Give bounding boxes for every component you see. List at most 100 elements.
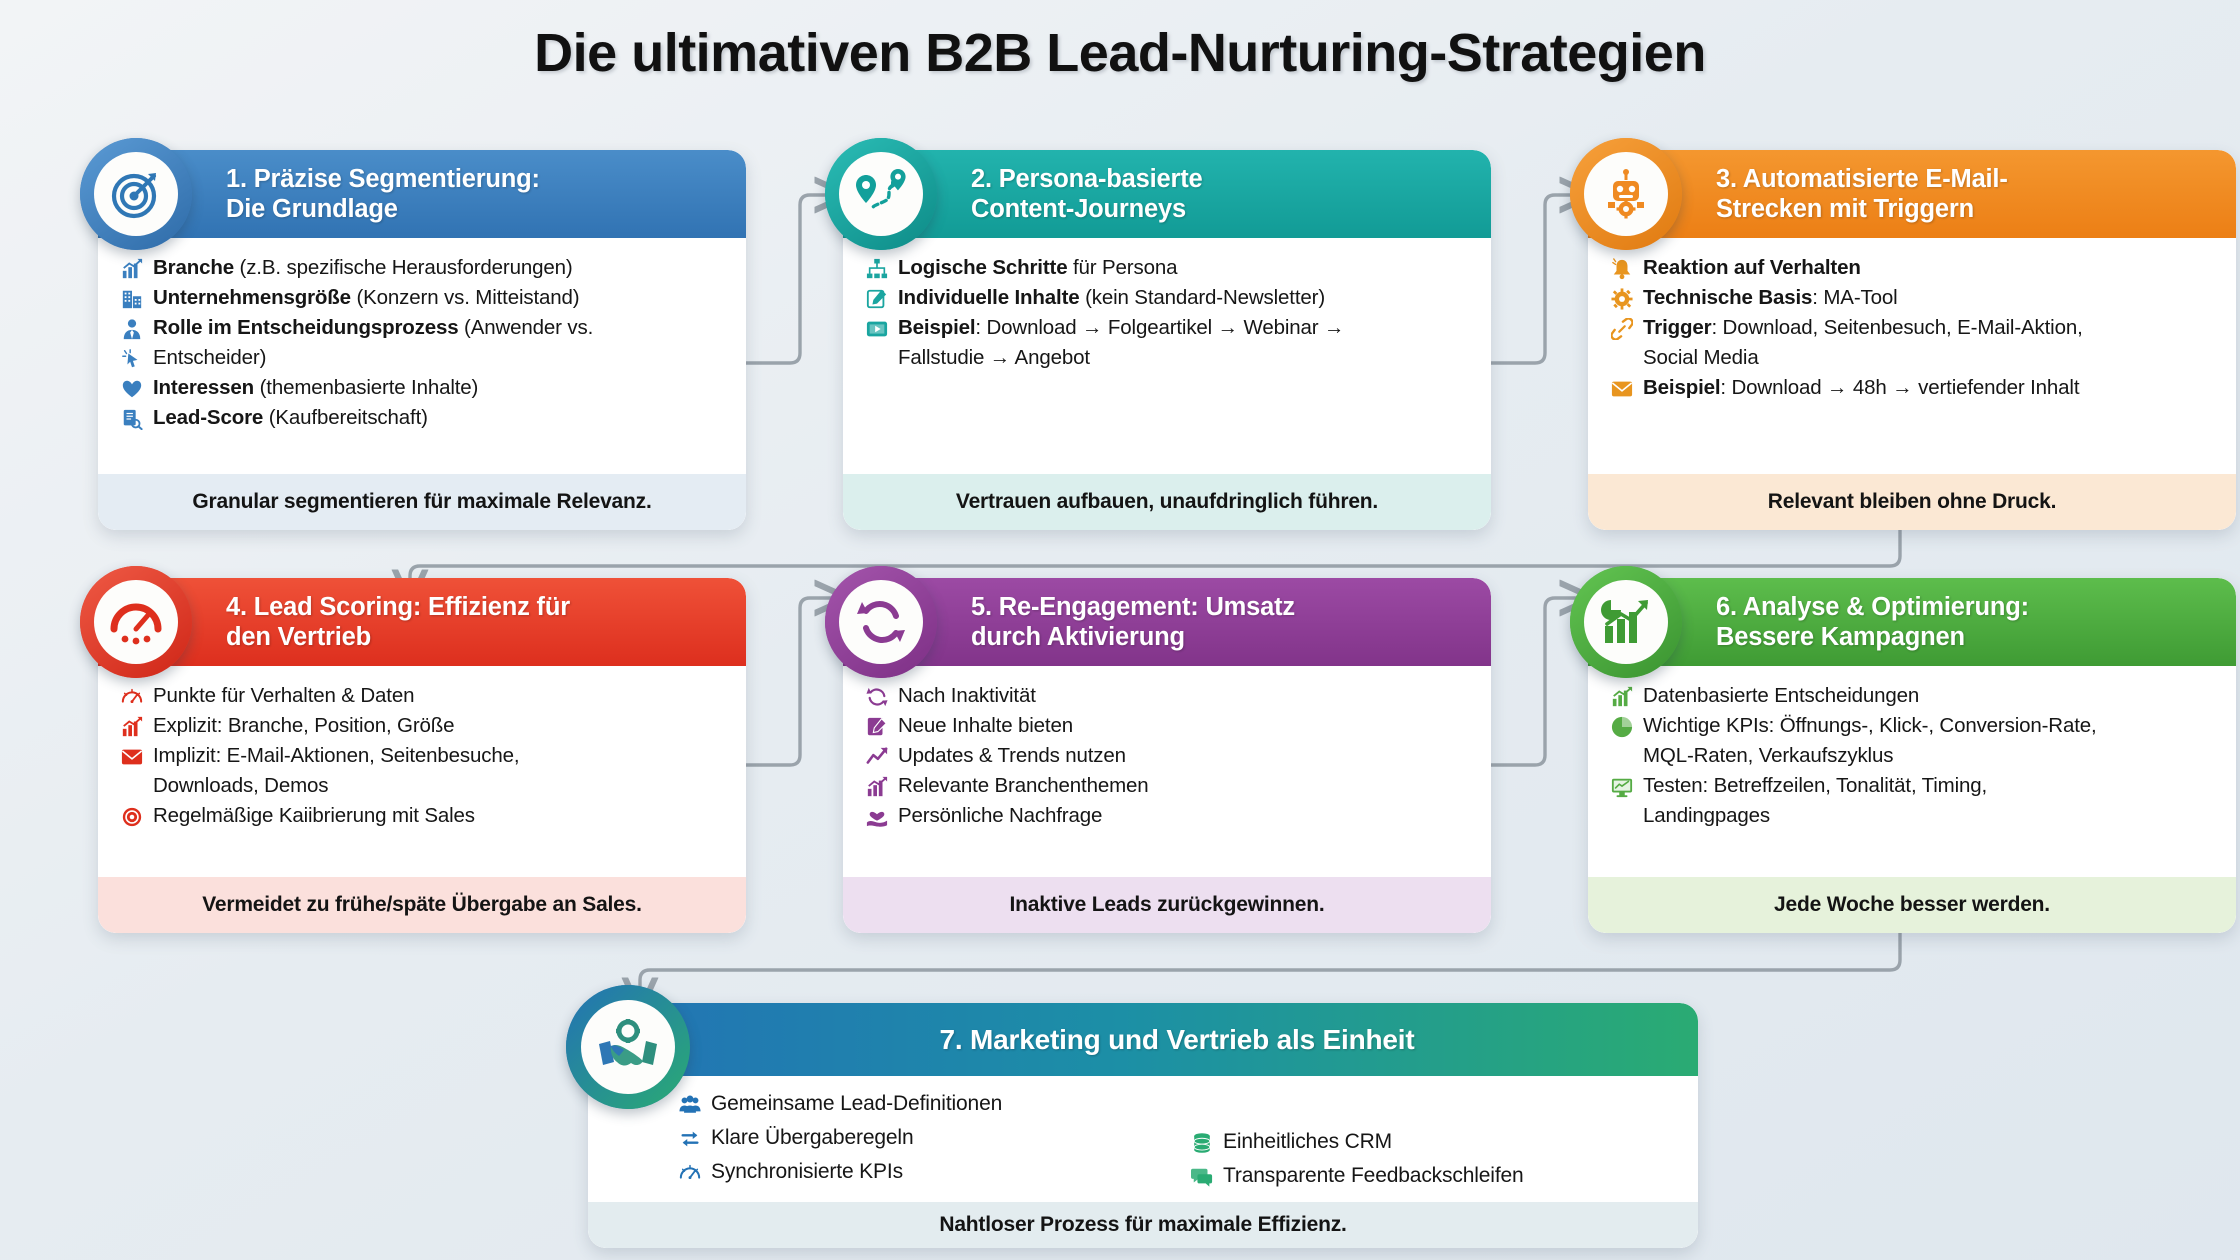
strategy-card-1[interactable]: 1. Präzise Segmentierung:Die Grundlage B…	[80, 138, 746, 530]
card-7-header: 7. Marketing und Vertrieb als Einheit	[588, 1003, 1698, 1076]
envelope-icon	[120, 744, 144, 770]
bar-chart-icon	[1610, 684, 1634, 710]
list-item: Einheitliches CRM	[1190, 1128, 1672, 1156]
robot-gear-icon	[1608, 169, 1644, 219]
list-item: Fallstudie → Angebot	[865, 344, 1469, 372]
card-5-badge	[825, 566, 937, 678]
card-4-footer: Vermeidet zu frühe/späte Übergabe an Sal…	[98, 877, 746, 933]
list-item-label: Downloads, Demos	[153, 774, 329, 797]
card-6-badge	[1570, 566, 1682, 678]
cursor-click-icon	[122, 349, 138, 368]
list-item: MQL-Raten, Verkaufszyklus	[1610, 742, 2214, 770]
hierarchy-icon	[866, 258, 888, 279]
card-7-bullet-list-right: Einheitliches CRM Transparente Feedbacksc…	[1190, 1128, 1672, 1190]
chart-growth-icon	[122, 716, 143, 737]
hand-heart-icon	[865, 804, 889, 830]
document-search-icon	[120, 406, 144, 432]
list-item: Updates & Trends nutzen	[865, 742, 1469, 770]
list-item-label: Persönliche Nachfrage	[898, 804, 1103, 827]
strategy-card-3[interactable]: 3. Automatisierte E-Mail-Strecken mit Tr…	[1570, 138, 2236, 530]
list-item-label: Synchronisierte KPIs	[711, 1159, 903, 1183]
document-search-icon	[123, 409, 143, 430]
edit-note-icon	[866, 289, 887, 309]
list-item-label: Einheitliches CRM	[1223, 1129, 1393, 1153]
route-pins-icon	[856, 169, 906, 209]
target-small-icon	[120, 804, 144, 830]
list-item-label: Interessen (themenbasierte Inhalte)	[153, 376, 479, 399]
list-item-label: MQL-Raten, Verkaufszyklus	[1643, 744, 1894, 767]
bar-chart-icon	[865, 774, 889, 800]
card-1-header: 1. Präzise Segmentierung:Die Grundlage	[98, 150, 746, 238]
list-item-label: Unternehmensgröße (Konzern vs. Mitteista…	[153, 286, 580, 309]
list-item: Lead-Score (Kaufbereitschaft)	[120, 404, 724, 432]
list-item-label: Klare Übergaberegeln	[711, 1125, 914, 1149]
heart-icon	[120, 376, 144, 402]
list-item-label: Entscheider)	[153, 346, 267, 369]
cursor-click-icon	[120, 346, 144, 372]
exchange-arrows-icon	[681, 1131, 699, 1147]
list-item: Transparente Feedbackschleifen	[1190, 1162, 1672, 1190]
list-item-label: Lead-Score (Kaufbereitschaft)	[153, 406, 428, 429]
list-item: Branche (z.B. spezifische Herausforderun…	[120, 254, 724, 282]
strategy-card-6[interactable]: 6. Analyse & Optimierung:Bessere Kampagn…	[1570, 566, 2236, 933]
card-6-header: 6. Analyse & Optimierung:Bessere Kampagn…	[1588, 578, 2236, 666]
gear-icon	[1611, 288, 1633, 310]
analytics-chart-icon	[1601, 600, 1648, 643]
connector-2-to-3	[1488, 195, 1590, 365]
list-item-label: Transparente Feedbackschleifen	[1223, 1163, 1524, 1187]
list-item-label: Fallstudie → Angebot	[898, 346, 1090, 369]
list-item: Neue Inhalte bieten	[865, 712, 1469, 740]
spacer-icon	[1610, 346, 1634, 372]
list-item: Gemeinsame Lead-Definitionen	[678, 1090, 1160, 1118]
list-item: Beispiel: Download → Folgeartikel → Webi…	[865, 314, 1469, 342]
list-item: Beispiel: Download → 48h → vertiefender …	[1610, 374, 2214, 402]
list-item: Downloads, Demos	[120, 772, 724, 800]
video-icon	[866, 321, 888, 337]
link-icon	[1611, 318, 1633, 340]
card-2-badge	[825, 138, 937, 250]
envelope-icon	[1610, 376, 1634, 402]
exchange-arrows-icon	[678, 1126, 702, 1152]
speedometer-icon	[678, 1160, 702, 1186]
spacer-icon	[120, 774, 144, 800]
target-icon	[111, 173, 157, 219]
pie-chart-icon	[1610, 714, 1634, 740]
people-group-icon	[678, 1092, 702, 1118]
list-item: Logische Schritte für Persona	[865, 254, 1469, 282]
strategy-card-7[interactable]: 7. Marketing und Vertrieb als Einheit Ge…	[566, 985, 1698, 1248]
envelope-icon	[121, 749, 143, 765]
list-item-label: Technische Basis: MA-Tool	[1643, 286, 1898, 309]
bar-chart-icon	[867, 776, 888, 797]
list-item: Entscheider)	[120, 344, 724, 372]
list-item: Datenbasierte Entscheidungen	[1610, 682, 2214, 710]
list-item-label: Rolle im Entscheidungsprozess (Anwender …	[153, 316, 594, 339]
list-item-label: Datenbasierte Entscheidungen	[1643, 684, 1920, 707]
bar-chart-icon	[1612, 686, 1633, 707]
page-title: Die ultimativen B2B Lead-Nurturing-Strat…	[534, 23, 1706, 83]
gauge-icon	[110, 603, 162, 645]
card-7-footer: Nahtloser Prozess für maximale Effizienz…	[588, 1201, 1698, 1248]
list-item: Testen: Betreffzeilen, Tonalität, Timing…	[1610, 772, 2214, 800]
list-item-label: Trigger: Download, Seitenbesuch, E-Mail-…	[1643, 316, 2083, 339]
list-item-label: Social Media	[1643, 346, 1759, 369]
building-icon	[120, 286, 144, 312]
heart-icon	[122, 380, 142, 398]
video-icon	[865, 316, 889, 342]
person-tie-icon	[120, 316, 144, 342]
list-item-label: Beispiel: Download → Folgeartikel → Webi…	[898, 316, 1345, 339]
card-7-badge	[566, 985, 690, 1109]
speedometer-icon	[121, 688, 143, 704]
